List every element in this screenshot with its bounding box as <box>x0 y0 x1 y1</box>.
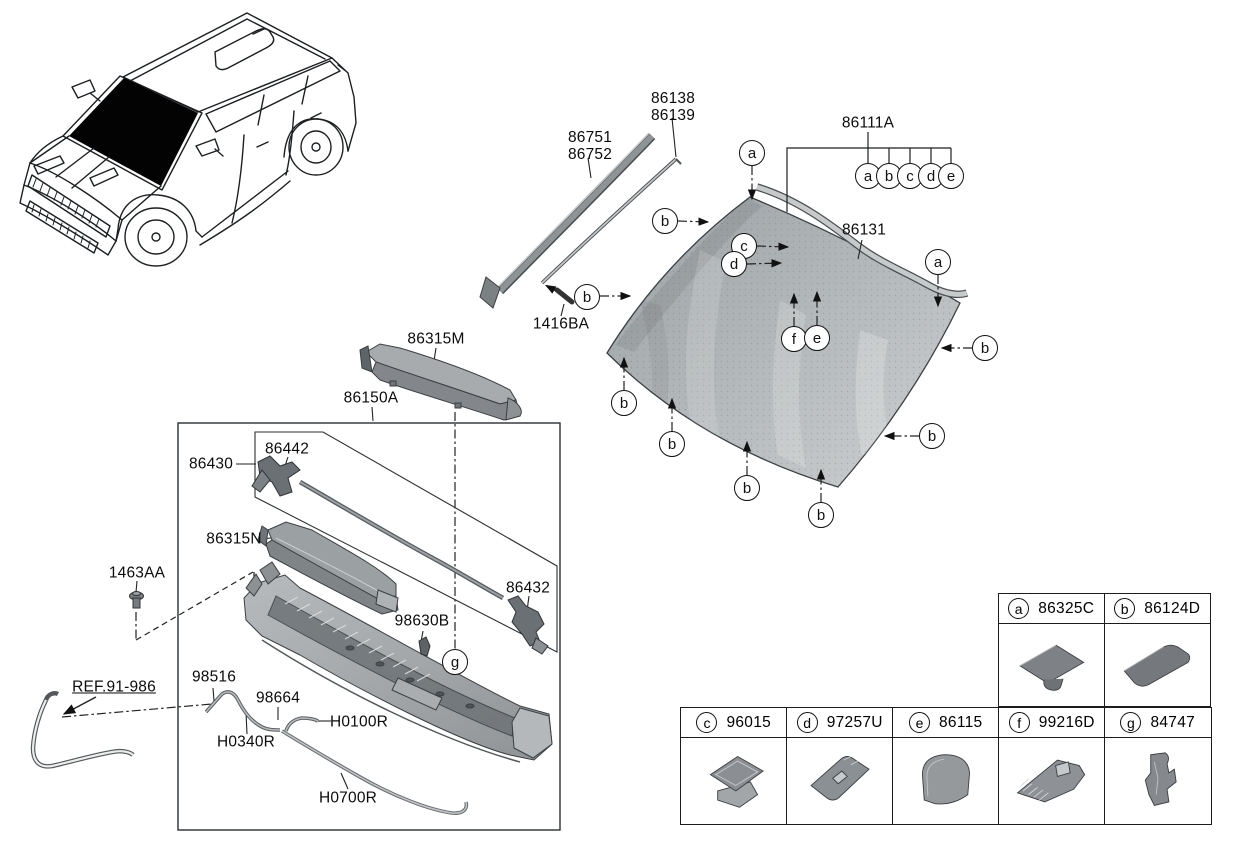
car-windshield-black <box>69 78 198 186</box>
part-number: 86115 <box>939 713 983 731</box>
label-leaders <box>135 117 863 790</box>
callout-e: e <box>804 325 830 351</box>
callout-e: e <box>938 163 964 189</box>
part-thumb-86325C-icon <box>1019 644 1085 691</box>
part-label: H0700R <box>318 789 378 807</box>
part-label: 98630B <box>394 612 450 630</box>
legend-cell-e: e 86115 <box>892 707 1000 825</box>
callout-c-icon: c <box>696 712 718 733</box>
part-number: 96015 <box>726 713 772 731</box>
callout-b-icon: b <box>1114 598 1136 619</box>
car-sunroof <box>214 28 275 71</box>
car-front-wheel-arch <box>115 194 203 242</box>
part-thumb-86115-icon <box>921 754 970 805</box>
hose-H0340R <box>204 690 281 732</box>
part-thumb-86124D-icon <box>1123 644 1191 687</box>
car-front-wheel <box>124 207 188 267</box>
part-thumb-96015-icon <box>709 755 764 808</box>
part-label: 86432 <box>505 579 551 597</box>
legend-cell-c: c 96015 <box>680 707 788 825</box>
part-number: 84747 <box>1150 713 1196 731</box>
legend-table-top-row: a 86325C b 86124D <box>997 593 1211 707</box>
part-number: 97257U <box>826 713 883 731</box>
callout-bracket-86111A <box>786 132 952 212</box>
part-label: 86442 <box>264 440 310 458</box>
part-label: 1463AA <box>108 564 166 582</box>
callout-d: d <box>721 251 747 277</box>
part-number: 86124D <box>1144 599 1201 617</box>
car-side-glass <box>205 60 341 133</box>
part-label: 86150A <box>343 389 399 407</box>
part-86432 <box>507 595 549 655</box>
callout-g: g <box>442 649 468 675</box>
part-label: 1416BA <box>532 315 590 333</box>
part-label: H0100R <box>329 713 389 731</box>
part-label: 98516 <box>191 668 237 686</box>
car-rear-wheel <box>288 118 344 176</box>
hose-H0100R <box>284 716 319 732</box>
part-label: REF.91-986 <box>72 678 156 696</box>
part-label: 86111A <box>841 114 895 132</box>
legend-cell-d: d 97257U <box>786 707 894 825</box>
callout-d-icon: d <box>796 712 818 733</box>
part-number: 86325C <box>1038 599 1095 617</box>
part-number: 99216D <box>1038 713 1095 731</box>
legend-cell-a: a 86325C <box>997 593 1105 707</box>
legend-cell-g: g 84747 <box>1104 707 1212 825</box>
callout-b: b <box>659 431 685 457</box>
hose-ref-91-986 <box>30 691 135 769</box>
part-thumb-97257U-icon <box>810 756 870 801</box>
car-windshield-frame <box>62 75 203 191</box>
part-86430-86442 <box>251 455 301 497</box>
part-86315N <box>257 521 399 615</box>
part-label: 86430 <box>188 455 234 473</box>
part-label: 86315M <box>407 330 465 348</box>
clip-1416BA <box>544 284 575 305</box>
callout-a-icon: a <box>1008 598 1030 619</box>
moulding-86138 <box>540 157 682 285</box>
car-rocker <box>199 170 291 246</box>
callout-a: a <box>739 140 765 166</box>
part-label: 86315N <box>206 530 262 548</box>
part-label: 86131 <box>841 221 887 239</box>
hose-H0700R <box>281 729 469 815</box>
part-label: 98664 <box>255 689 301 707</box>
part-label: H0340R <box>216 733 276 751</box>
car-headlights <box>33 155 119 187</box>
part-label: 86751 86752 <box>567 128 613 163</box>
legend-table-bottom-row: c 96015 d 97257U <box>680 707 1212 825</box>
pin-1463AA <box>129 591 144 609</box>
callout-f-icon: f <box>1008 712 1030 733</box>
part-cowl-grille <box>243 561 553 763</box>
car-grille <box>27 174 111 238</box>
part-label: 86138 86139 <box>650 89 696 124</box>
callout-b: b <box>611 390 637 416</box>
legend-cell-f: f 99216D <box>998 707 1106 825</box>
part-thumb-84747-icon <box>1144 752 1177 807</box>
callout-b: b <box>972 335 998 361</box>
callout-a: a <box>925 249 951 275</box>
car-bumper <box>19 184 117 256</box>
legend-cell-b: b 86124D <box>1103 593 1211 707</box>
moulding-86131 <box>755 183 969 299</box>
callout-b: b <box>808 502 834 528</box>
moulding-86751 <box>479 132 656 309</box>
callout-b: b <box>652 208 678 234</box>
part-thumb-99216D-icon <box>1016 759 1085 803</box>
part-86315M <box>359 343 522 421</box>
part-weatherstrip <box>298 480 505 600</box>
callout-e-icon: e <box>909 712 931 733</box>
callout-g-icon: g <box>1120 712 1142 733</box>
callout-b: b <box>734 475 760 501</box>
car-rear <box>331 57 357 152</box>
ref-arrow <box>62 696 97 715</box>
clip-98630B <box>418 636 431 657</box>
car-illustration <box>19 12 357 267</box>
callout-b: b <box>919 423 945 449</box>
car-door-lines <box>231 110 322 224</box>
car-mirrors <box>71 79 224 157</box>
callout-b: b <box>574 284 600 310</box>
